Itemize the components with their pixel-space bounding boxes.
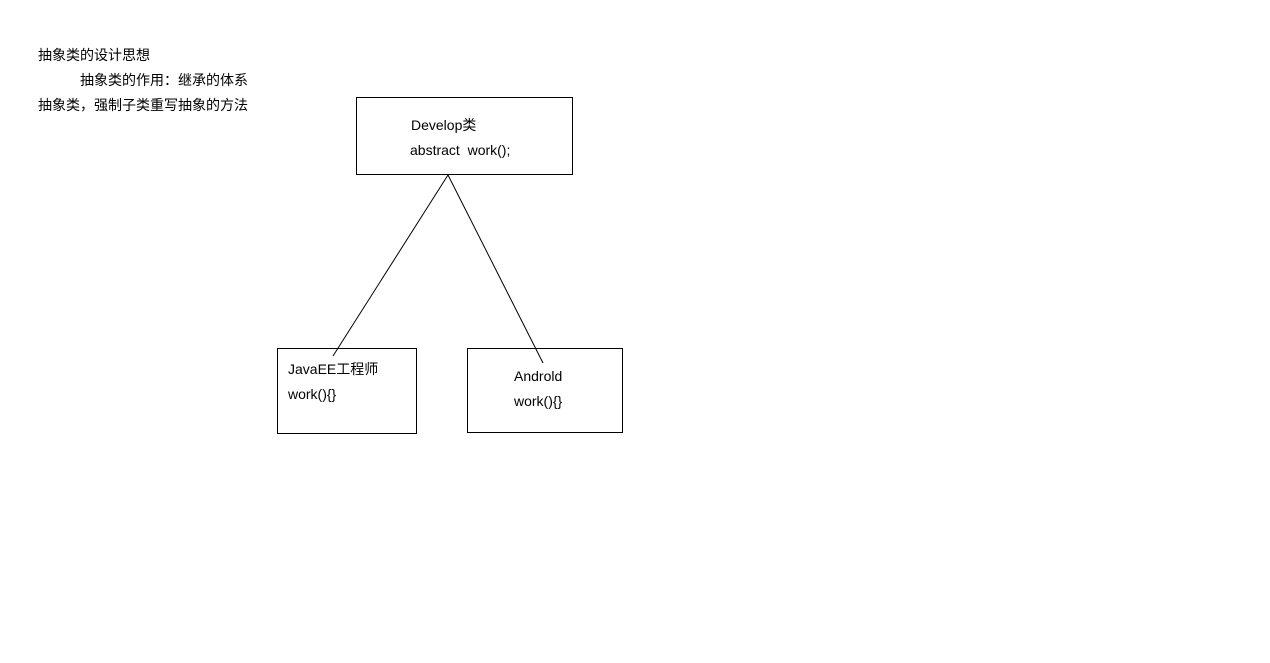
connector-line-to-android[interactable] xyxy=(447,174,544,364)
javaee-class-method: work(){} xyxy=(288,386,337,402)
develop-class-method: abstract work(); xyxy=(410,142,511,158)
develop-class-box[interactable]: Develop类 abstract work(); xyxy=(356,97,573,175)
android-class-method: work(){} xyxy=(514,393,563,409)
note-line-design-idea: 抽象类的设计思想 xyxy=(38,47,150,63)
android-class-title: Androld xyxy=(514,368,563,384)
javaee-class-title: JavaEE工程师 xyxy=(288,361,379,377)
javaee-class-box[interactable]: JavaEE工程师 work(){} xyxy=(277,348,417,434)
note-line-purpose: 抽象类的作用：继承的体系 xyxy=(80,72,248,88)
connector-line-to-javaee[interactable] xyxy=(332,174,449,357)
develop-class-title: Develop类 xyxy=(411,117,477,133)
android-class-box[interactable]: Androld work(){} xyxy=(467,348,623,433)
note-line-force-override: 抽象类，强制子类重写抽象的方法 xyxy=(38,97,248,113)
